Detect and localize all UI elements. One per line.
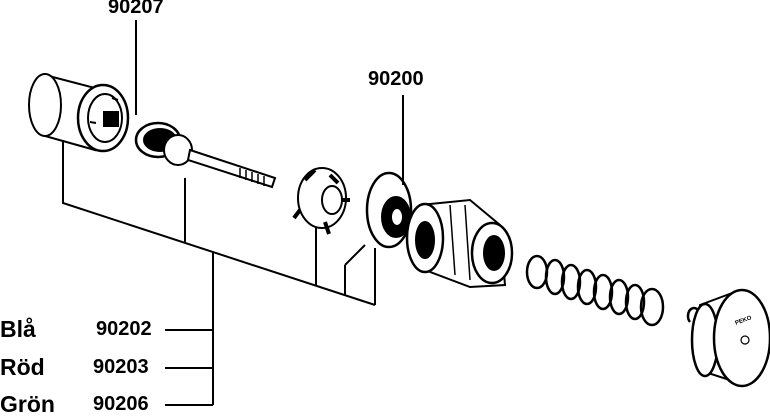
leader-lines [62, 20, 404, 406]
color-label-rod: Röd [0, 354, 45, 380]
callout-90207: 90207 [108, 0, 164, 18]
cap-knob [686, 288, 770, 388]
spring [525, 254, 665, 327]
color-label-gron: Grön [0, 391, 55, 417]
valve-body [405, 198, 514, 289]
spline-insert [292, 167, 350, 235]
part-number-90206: 90206 [93, 393, 149, 415]
part-number-90202: 90202 [96, 318, 152, 340]
o-ring-90200 [365, 171, 413, 249]
color-label-bla: Blå [0, 316, 36, 342]
spindle-90207 [134, 121, 277, 189]
sleeve-cylinder [28, 73, 130, 153]
part-number-90203: 90203 [93, 356, 149, 378]
callout-90200: 90200 [368, 68, 424, 90]
